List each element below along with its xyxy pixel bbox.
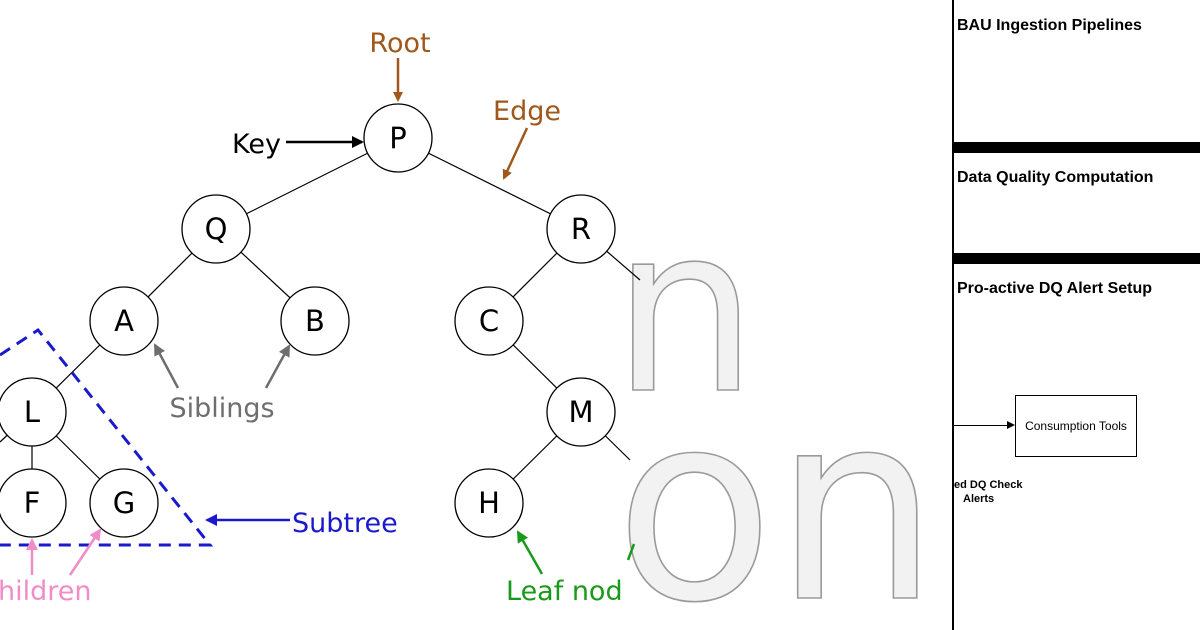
flow-arrow-head: [1007, 421, 1015, 429]
panel-left-border: [952, 0, 954, 630]
background-letter-n: n: [612, 178, 758, 445]
section-divider-1: [952, 142, 1200, 153]
root-label: Root: [369, 28, 430, 59]
leaf-arrow-fragment: [626, 543, 636, 561]
pipeline-panel: BAU Ingestion Pipelines Data Quality Com…: [952, 0, 1200, 630]
node-a: A: [89, 286, 159, 356]
background-letters-on: on: [615, 358, 935, 630]
leaf-arrow: [516, 530, 544, 575]
node-r: R: [546, 194, 616, 264]
siblings-arrow-b: [264, 344, 291, 389]
node-c-label: C: [479, 304, 499, 338]
node-p: P: [363, 103, 433, 173]
node-m-label: M: [568, 395, 593, 429]
node-g-label: G: [113, 486, 135, 520]
node-l-label: L: [24, 395, 40, 429]
section-title-bau: BAU Ingestion Pipelines: [957, 17, 1142, 34]
leaf-node-label: Leaf nod: [506, 576, 623, 607]
node-q: Q: [181, 194, 251, 264]
node-a-label: A: [114, 304, 134, 338]
siblings-arrow-a: [153, 343, 180, 389]
section-title-dq-alert: Pro-active DQ Alert Setup: [957, 280, 1153, 297]
consumption-tools-box: Consumption Tools: [1015, 395, 1137, 457]
node-b-label: B: [305, 304, 325, 338]
node-q-label: Q: [205, 212, 228, 246]
node-p-label: P: [389, 121, 407, 155]
node-b: B: [280, 286, 350, 356]
edge-label: Edge: [493, 96, 561, 127]
node-h: H: [454, 468, 524, 538]
dq-check-text: ed DQ Check: [954, 479, 1023, 491]
subtree-label: Subtree: [292, 508, 398, 539]
node-c: C: [454, 286, 524, 356]
dq-alerts-text: Alerts: [963, 493, 995, 505]
node-f-label: F: [24, 486, 41, 520]
section-divider-2: [952, 253, 1200, 264]
node-f: F: [0, 468, 67, 538]
node-r-label: R: [571, 212, 591, 246]
edge-arrow: [502, 127, 529, 180]
node-h-label: H: [478, 486, 500, 520]
section-title-dq-computation: Data Quality Computation: [957, 169, 1154, 186]
children-label: hildren: [0, 576, 92, 607]
key-label: Key: [232, 129, 281, 160]
consumption-tools-label: Consumption Tools: [1025, 419, 1127, 433]
node-g: G: [89, 468, 159, 538]
node-m: M: [546, 377, 616, 447]
node-l: L: [0, 377, 67, 447]
siblings-label: Siblings: [169, 393, 274, 424]
tree-diagram: n on P Q R A B C: [0, 28, 935, 630]
children-arrow-g: [68, 528, 102, 576]
subtree-outline: [0, 327, 214, 547]
flow-arrow-line: [952, 425, 1007, 426]
